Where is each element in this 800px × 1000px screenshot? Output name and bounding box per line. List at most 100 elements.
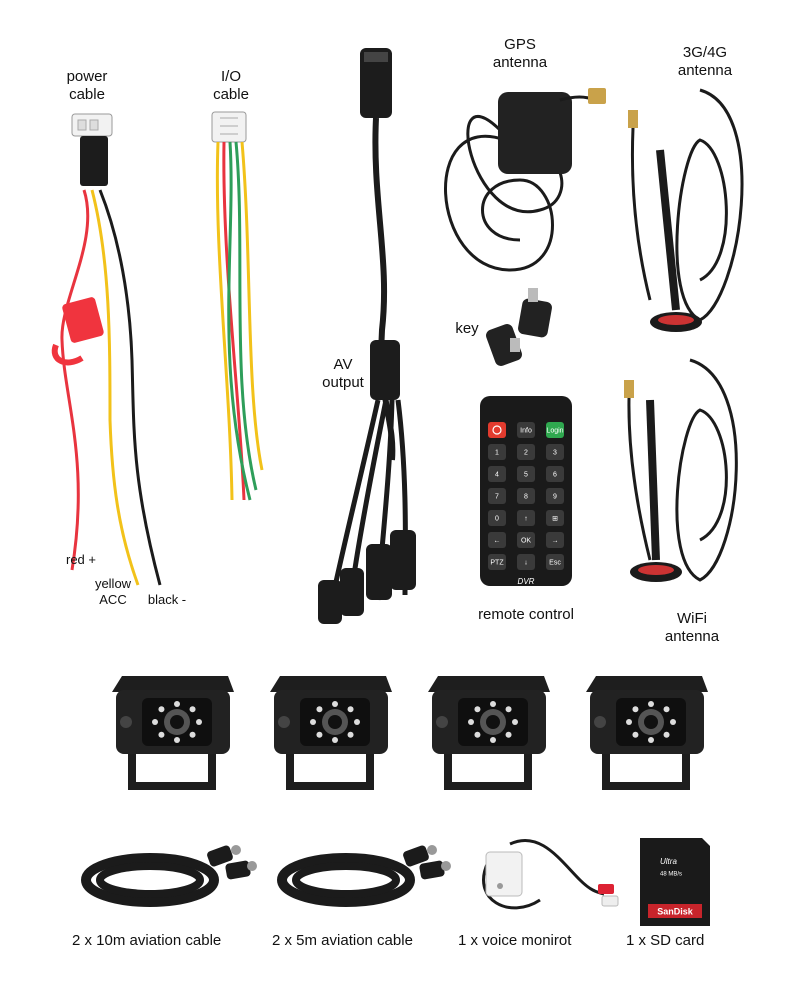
- aviation-cable-10m: [81, 845, 257, 907]
- power-cable: [51, 113, 162, 586]
- wire-black-label: black -: [147, 592, 187, 607]
- remote-brand: DVR: [518, 577, 535, 586]
- remote-key: [546, 510, 564, 526]
- camera-part: [128, 754, 216, 790]
- ir-led: [474, 706, 481, 713]
- ir-led: [158, 706, 165, 713]
- camera-4: [586, 676, 708, 790]
- remote-key-label: 6: [553, 471, 557, 478]
- sd-brand: SanDisk: [657, 906, 694, 916]
- ir-led: [663, 706, 670, 713]
- remote-key: [546, 488, 564, 504]
- ir-led: [670, 719, 676, 725]
- remote-key-label: →: [552, 537, 559, 544]
- camera-part: [586, 676, 708, 692]
- remote-key-label: Info: [520, 427, 532, 434]
- remote-key-label: ←: [494, 537, 501, 544]
- caption-aviation-10m: 2 x 10m aviation cable: [72, 932, 222, 949]
- remote-key-label: 8: [524, 493, 528, 500]
- camera-part: [602, 754, 690, 790]
- remote-key: [546, 532, 564, 548]
- remote-key: [517, 488, 535, 504]
- remote-key-label: ⊞: [552, 515, 558, 522]
- camera-part: [436, 716, 448, 728]
- camera-part: [278, 716, 290, 728]
- ir-led: [474, 731, 481, 738]
- remote-key-label: 1: [495, 449, 499, 456]
- ir-led: [632, 706, 639, 713]
- gps-antenna: [444, 88, 606, 272]
- camera-part: [286, 754, 374, 790]
- sd-card: SanDisk Ultra 48 MB/s: [640, 838, 710, 926]
- av-output-cable: [318, 48, 416, 624]
- camera-part: [428, 676, 550, 692]
- ir-led: [310, 719, 316, 725]
- ir-led: [490, 701, 496, 707]
- remote-key-label: 4: [495, 471, 499, 478]
- remote-key: [488, 444, 506, 460]
- camera-part: [486, 715, 500, 729]
- g34-antenna: [628, 88, 744, 332]
- remote-key: [488, 466, 506, 482]
- ir-led: [332, 701, 338, 707]
- keys: [486, 288, 552, 366]
- ir-led: [189, 731, 196, 738]
- remote-key: [546, 554, 564, 570]
- ir-led: [189, 706, 196, 713]
- camera-2: [270, 676, 392, 790]
- remote-key: [517, 466, 535, 482]
- caption-sd-card: 1 x SD card: [626, 932, 705, 949]
- ir-led: [490, 737, 496, 743]
- remote-key: [546, 466, 564, 482]
- remote-key: [488, 510, 506, 526]
- remote-key: [517, 554, 535, 570]
- camera-part: [644, 715, 658, 729]
- ir-led: [468, 719, 474, 725]
- camera-1: [112, 676, 234, 790]
- ir-led: [626, 719, 632, 725]
- io-cable: [211, 111, 264, 501]
- remote-key-label: 9: [553, 493, 557, 500]
- remote-key-label: ↓: [524, 559, 528, 566]
- ir-led: [174, 701, 180, 707]
- remote-key: [546, 422, 564, 438]
- remote-key: [546, 444, 564, 460]
- ir-led: [347, 731, 354, 738]
- remote-control-label: remote control: [478, 606, 574, 623]
- ir-led: [512, 719, 518, 725]
- remote-key-label: 3: [553, 449, 557, 456]
- wifi-antenna: [624, 358, 738, 582]
- key-label: key: [455, 320, 479, 337]
- cameras: [112, 676, 708, 790]
- ir-led: [158, 731, 165, 738]
- sd-line: Ultra: [660, 857, 677, 866]
- voice-monitor: [482, 838, 619, 910]
- remote-key-label: Login: [546, 427, 563, 434]
- camera-part: [112, 676, 234, 692]
- remote-key: [488, 488, 506, 504]
- ir-led: [648, 737, 654, 743]
- remote-key-label: PTZ: [490, 559, 504, 566]
- ir-led: [505, 706, 512, 713]
- ir-led: [174, 737, 180, 743]
- remote-key-label: 2: [524, 449, 528, 456]
- ir-led: [196, 719, 202, 725]
- remote-key-label: 0: [495, 515, 499, 522]
- ir-led: [354, 719, 360, 725]
- camera-part: [594, 716, 606, 728]
- camera-part: [270, 676, 392, 692]
- remote-key: [488, 532, 506, 548]
- sd-capacity: 48 MB/s: [660, 872, 682, 878]
- remote-key: [488, 422, 506, 438]
- caption-aviation-5m: 2 x 5m aviation cable: [272, 932, 413, 949]
- remote-key: [488, 554, 506, 570]
- camera-part: [444, 754, 532, 790]
